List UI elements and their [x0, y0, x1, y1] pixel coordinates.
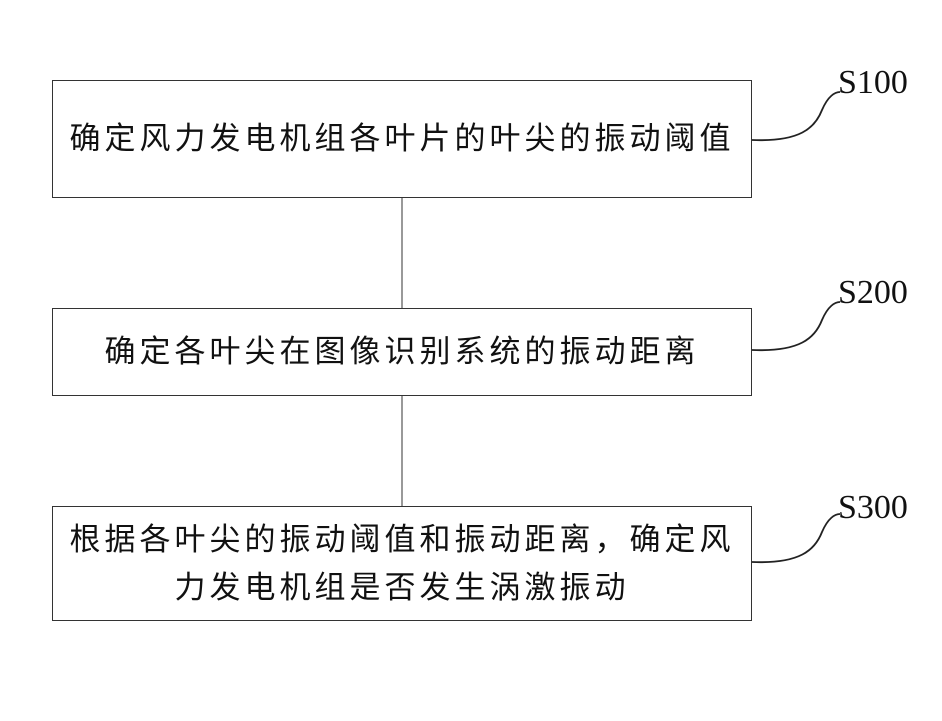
leader-curve-s200 — [752, 302, 840, 350]
step-box-s100: 确定风力发电机组各叶片的叶尖的振动阈值 — [52, 80, 752, 198]
step-text-s100: 确定风力发电机组各叶片的叶尖的振动阈值 — [70, 115, 735, 163]
step-text-s200: 确定各叶尖在图像识别系统的振动距离 — [105, 328, 700, 376]
step-text-s300: 根据各叶尖的振动阈值和振动距离，确定风力发电机组是否发生涡激振动 — [67, 516, 737, 612]
leader-curve-s100 — [752, 92, 840, 140]
step-label-s200: S200 — [838, 276, 908, 310]
step-label-s100: S100 — [838, 66, 908, 100]
step-box-s300: 根据各叶尖的振动阈值和振动距离，确定风力发电机组是否发生涡激振动 — [52, 506, 752, 621]
step-box-s200: 确定各叶尖在图像识别系统的振动距离 — [52, 308, 752, 396]
leader-curve-s300 — [752, 514, 840, 562]
step-label-s300: S300 — [838, 491, 908, 525]
